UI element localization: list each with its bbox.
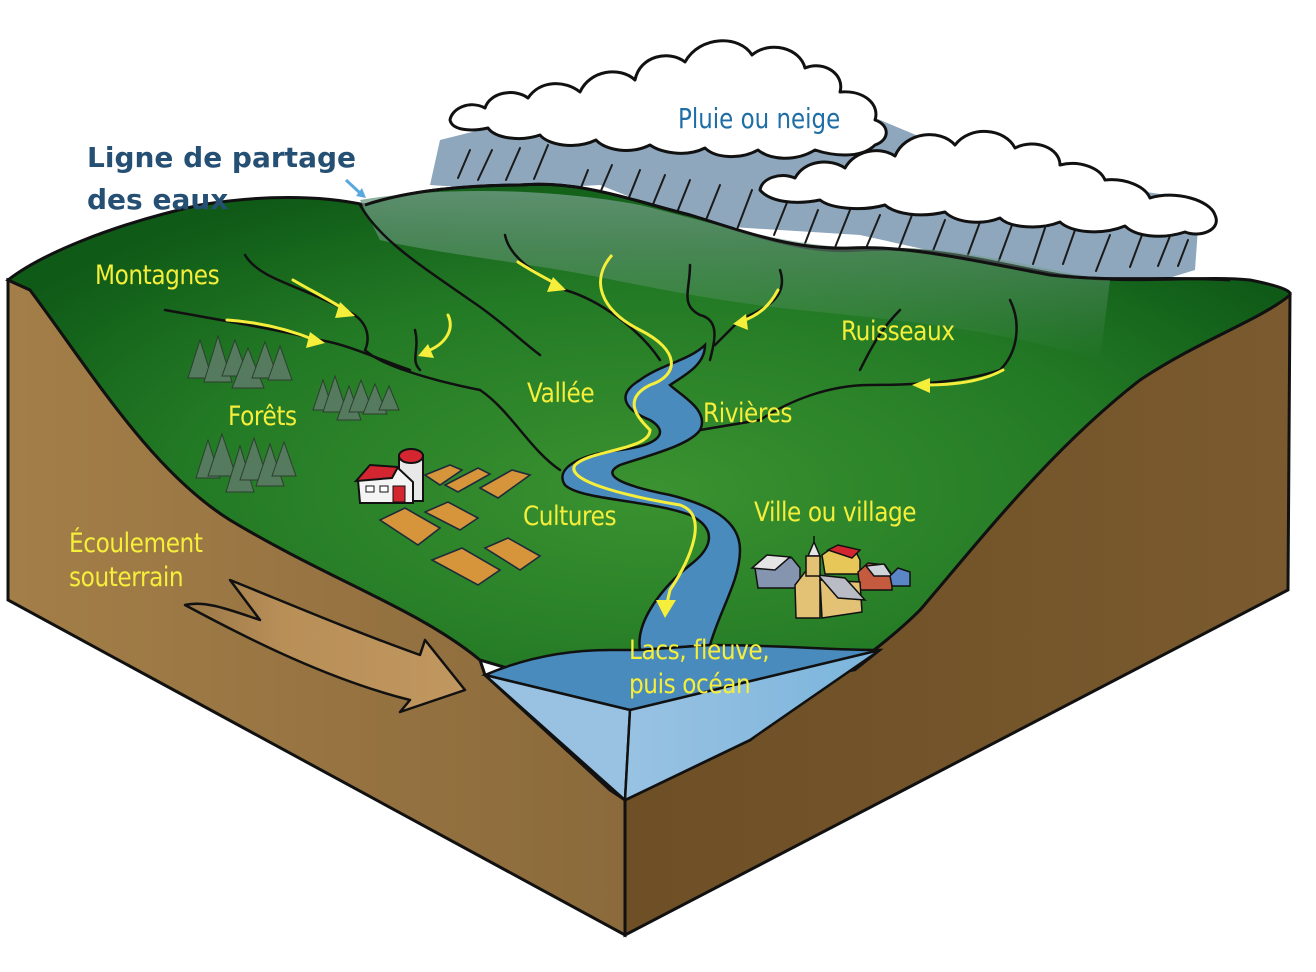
- town-label: Ville ou village: [754, 497, 917, 528]
- watershed-divide-label: Ligne de partage des eaux: [87, 141, 356, 216]
- crop-fields: [378, 464, 542, 586]
- crops-label: Cultures: [523, 501, 617, 532]
- river: [561, 341, 742, 652]
- outflow-label: Lacs, fleuve, puis océan: [629, 635, 770, 700]
- village: [750, 536, 911, 619]
- groundwater-flow-arrow: [183, 578, 467, 714]
- forest-trees: [187, 334, 400, 493]
- mountains-label: Montagnes: [95, 260, 220, 291]
- divide-pointer-arrow: [344, 178, 366, 198]
- valley-label: Vallée: [527, 378, 595, 409]
- lake-block: [481, 643, 884, 802]
- streams-label: Ruisseaux: [841, 316, 955, 347]
- forests-label: Forêts: [228, 401, 297, 432]
- precipitation-label: Pluie ou neige: [678, 102, 841, 135]
- clouds: [448, 39, 1218, 238]
- groundwater-label: Écoulement souterrain: [69, 528, 203, 593]
- farm: [353, 448, 424, 504]
- rivers-label: Rivières: [703, 398, 793, 429]
